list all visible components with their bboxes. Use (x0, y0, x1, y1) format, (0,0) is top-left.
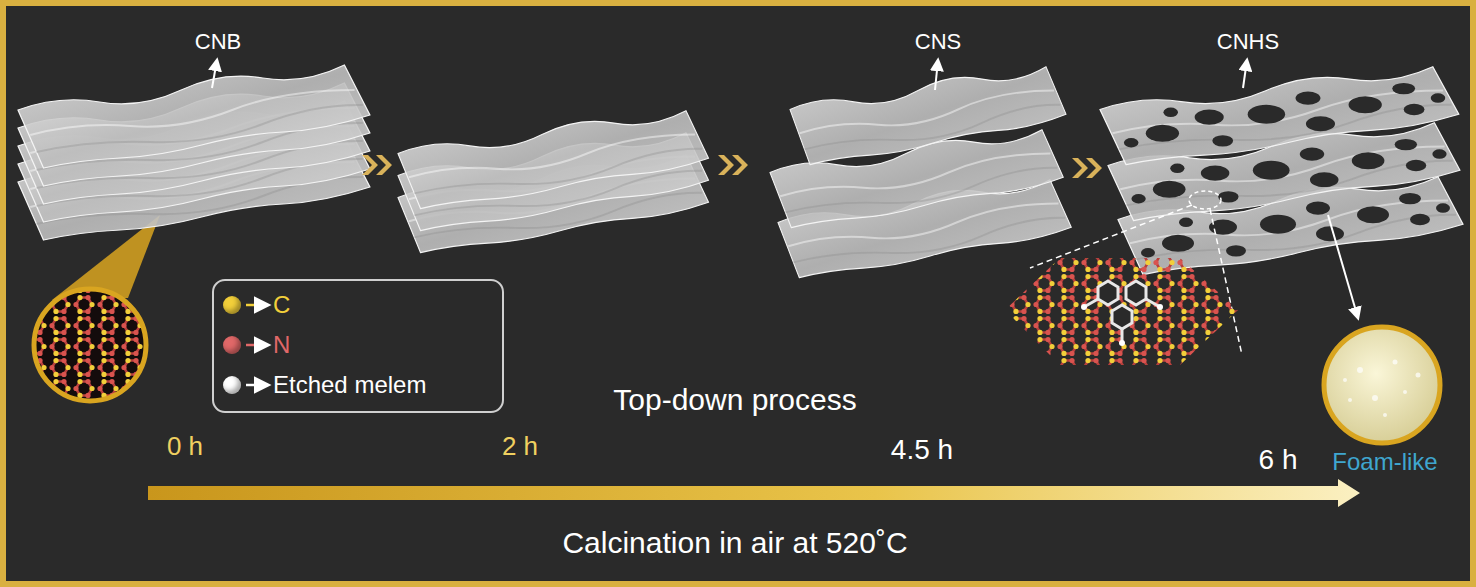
foam-texture (1343, 360, 1421, 418)
condition-label: Calcination in air at 520˚C (562, 526, 907, 561)
leader-line (935, 60, 938, 90)
holey-sheet-stack (1100, 67, 1463, 275)
chevron (1072, 158, 1102, 178)
material-label: CNHS (1217, 29, 1279, 54)
zoom-line (1210, 209, 1242, 355)
foam-photo (1324, 327, 1440, 443)
nanosheet-stack (770, 67, 1071, 278)
legend-text: C (273, 290, 290, 320)
legend-frame (213, 280, 503, 412)
zoom-marker (1189, 191, 1221, 209)
time-arrow (148, 479, 1360, 507)
frame-border (3, 3, 1473, 584)
time-label: 6 h (1259, 444, 1298, 476)
time-label: 2 h (502, 432, 538, 462)
legend-swatch (223, 296, 241, 314)
legend-text: N (273, 330, 290, 360)
time-label: 4.5 h (891, 434, 953, 466)
leader-line (212, 60, 217, 88)
zoom-circle (34, 289, 146, 401)
thinning-stack (398, 111, 709, 253)
bulk-stack (18, 65, 370, 240)
leader-line (1243, 60, 1247, 88)
process-label: Top-down process (613, 383, 856, 418)
material-label: CNB (195, 29, 241, 54)
legend-swatch (223, 376, 241, 394)
chevron (362, 155, 392, 175)
chevron (718, 155, 748, 175)
product-label: Foam-like (1332, 448, 1437, 476)
time-label: 0 h (167, 432, 203, 462)
legend-swatch (223, 336, 241, 354)
structure-pattern (34, 289, 146, 401)
etched-melem (1081, 281, 1163, 346)
legend-text: Etched melem (273, 370, 426, 400)
legend-arrows (246, 305, 268, 385)
holey-structure (1005, 258, 1238, 365)
product-arrow (1328, 215, 1358, 318)
material-label: CNS (915, 29, 961, 54)
zoom-rim (34, 289, 146, 401)
